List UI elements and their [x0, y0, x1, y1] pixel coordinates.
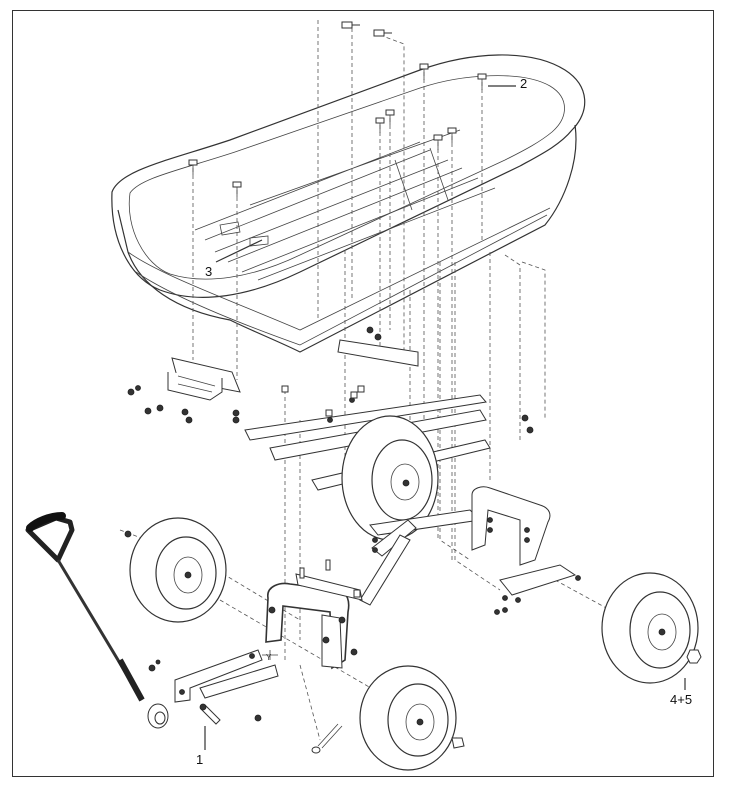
- front-left-wheel: [124, 517, 227, 623]
- rear-axle-bracket: [359, 486, 581, 615]
- front-right-wheel: [359, 665, 465, 771]
- steering-assembly: Y: [148, 559, 363, 754]
- callout-label-3: 3: [205, 264, 213, 279]
- pull-handle: [25, 512, 169, 729]
- bolt-part-1: [199, 703, 221, 725]
- cart-tub: [111, 54, 586, 353]
- rear-right-wheel: [601, 572, 702, 684]
- svg-text:Y: Y: [266, 653, 272, 662]
- center-wheel: [341, 415, 439, 541]
- callout-label-2: 2: [520, 76, 528, 91]
- front-bracket: [127, 357, 241, 424]
- tub-screws: [188, 20, 487, 560]
- callout-leaders: [204, 85, 686, 750]
- callout-label-4-5: 4+5: [670, 692, 693, 707]
- callout-label-1: 1: [196, 752, 204, 767]
